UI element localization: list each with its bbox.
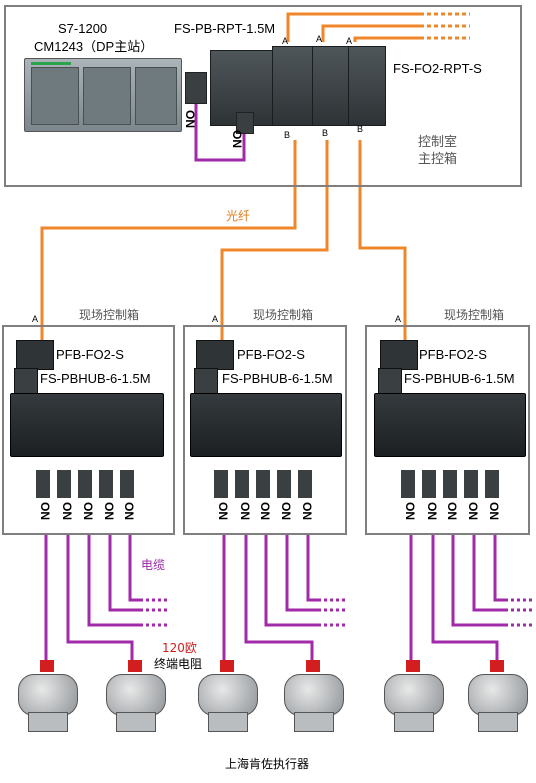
field-box-title-3: 现场控制箱 (444, 308, 505, 322)
hub-connector-1 (14, 368, 38, 394)
on-label-b1-3: ON (81, 502, 95, 520)
on-label-b3-2: ON (425, 502, 439, 520)
fiber-label: 光纤 (226, 209, 251, 223)
fiber-module-2 (312, 46, 350, 126)
dp-connector (185, 72, 207, 104)
converter-device-2 (196, 340, 234, 370)
hub-label-3: FS-PBHUB-6-1.5M (404, 371, 515, 386)
fiber-to-box-3 (358, 140, 407, 340)
on-label-b1-5: ON (122, 502, 136, 520)
converter-label-3: PFB-FO2-S (419, 347, 487, 362)
terminator-label-2: 终端电阻 (154, 657, 203, 671)
field-box-3 (365, 325, 530, 535)
on-label-b2-5: ON (300, 502, 314, 520)
control-room-box (4, 5, 522, 187)
terminator-label-1: 120欧 (162, 641, 197, 655)
on-label-b2-1: ON (216, 502, 230, 520)
on-label-b3-4: ON (466, 502, 480, 520)
fiber-to-box-2 (220, 140, 329, 340)
actuator-caption: 上海肯佐执行器 (225, 757, 310, 771)
on-label-b3-3: ON (445, 502, 459, 520)
converter-label-2: PFB-FO2-S (237, 347, 305, 362)
port-a-2: A (316, 34, 323, 44)
on-label-b1-2: ON (60, 502, 74, 520)
cable-field (44, 535, 505, 660)
on-label-b1-1: ON (38, 502, 52, 520)
actuator-4 (276, 660, 350, 732)
cable-label: 电缆 (141, 558, 166, 572)
port-a-3: A (346, 36, 353, 46)
hub-device-1 (10, 393, 164, 457)
port-b-2: B (322, 128, 329, 138)
on-label-b3-5: ON (487, 502, 501, 520)
cable-connectors-3 (401, 470, 505, 498)
converter-device-1 (16, 340, 54, 370)
fiber-top-1 (286, 12, 420, 42)
hub-device-3 (374, 393, 526, 457)
port-b-3: B (357, 124, 364, 134)
actuator-6 (460, 660, 534, 732)
hub-label-2: FS-PBHUB-6-1.5M (222, 371, 333, 386)
hub-connector-2 (194, 368, 218, 394)
actuator-5 (376, 660, 450, 732)
fiber-to-box-1 (40, 140, 297, 340)
actuator-1 (10, 660, 84, 732)
cable-connectors-1 (36, 470, 140, 498)
on-label-b3-1: ON (403, 502, 417, 520)
cable-control (194, 100, 246, 162)
plc-model-label: S7-1200 (58, 21, 108, 36)
hub-connector-3 (378, 368, 402, 394)
plc-module-label: CM1243（DP主站） (34, 39, 154, 54)
on-label-b1-4: ON (102, 502, 116, 520)
rpt-connector (236, 112, 254, 134)
actuator-2 (98, 660, 172, 732)
on-label-control-1: ON (183, 110, 197, 128)
field-box-1 (2, 325, 175, 535)
hub-label-1: FS-PBHUB-6-1.5M (40, 371, 151, 386)
on-label-control-2: ON (230, 130, 244, 148)
port-b-1: B (284, 130, 291, 140)
field-port-a-2: A (212, 314, 219, 324)
field-port-a-1: A (32, 314, 39, 324)
fiber-module-label: FS-FO2-RPT-S (393, 61, 482, 76)
field-box-title-1: 现场控制箱 (79, 308, 140, 322)
cable-connectors-2 (214, 470, 318, 498)
field-box-title-2: 现场控制箱 (253, 308, 314, 322)
on-label-b2-2: ON (238, 502, 252, 520)
plc-device (24, 58, 182, 132)
on-label-b2-4: ON (279, 502, 293, 520)
actuator-3 (190, 660, 264, 732)
room-label-1: 控制室 (418, 135, 458, 150)
field-box-2 (183, 325, 347, 535)
field-port-a-3: A (395, 314, 402, 324)
fiber-module-1 (272, 46, 314, 126)
converter-device-3 (380, 340, 418, 370)
fiber-module-3 (348, 46, 386, 126)
hub-device-2 (190, 393, 342, 457)
port-a-1: A (282, 36, 289, 46)
fiber-lines (40, 12, 470, 340)
converter-label-1: PFB-FO2-S (56, 347, 124, 362)
repeater-label: FS-PB-RPT-1.5M (174, 21, 276, 36)
room-label-2: 主控箱 (418, 152, 458, 167)
on-label-b2-3: ON (258, 502, 272, 520)
